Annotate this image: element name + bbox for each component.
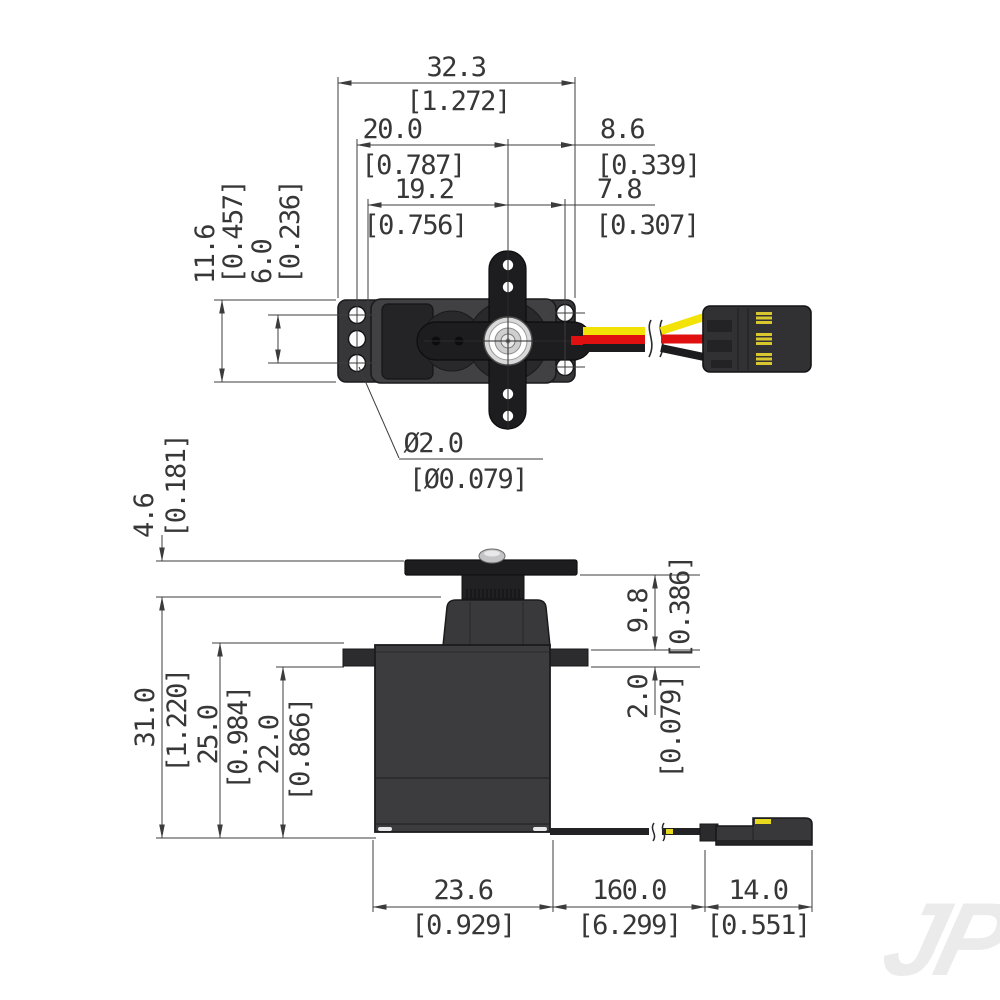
dim-left-span-in: [0.787] (361, 150, 464, 181)
horn-hub (461, 574, 525, 600)
dim-flange-thickness-mm: 2.0 (623, 675, 654, 720)
dim-right-span-mm: 8.6 (600, 114, 645, 145)
dim-body-length-in: [0.929] (411, 910, 514, 941)
dim-wire-length-mm: 160.0 (592, 875, 666, 906)
shaft-cap-highlight (484, 550, 500, 557)
dim-right-span-in: [0.339] (596, 150, 699, 181)
dim-flange-under-mm: 22.0 (254, 715, 285, 774)
connector-top-view (702, 305, 812, 373)
servo-top-view (337, 250, 812, 430)
dim-case-height-mm: 31.0 (130, 688, 161, 747)
dim-hole-pitch-in: [0.236] (275, 181, 306, 284)
dim-horn-height-mm: 4.6 (129, 493, 160, 538)
lead-wire-side (550, 822, 702, 842)
gear-housing (442, 599, 551, 647)
body-side (374, 644, 551, 833)
dim-horn-height-in: [0.181] (161, 435, 192, 538)
dim-wire-length-in: [6.299] (577, 910, 680, 941)
dim-hole-diameter-mm: Ø2.0 (403, 428, 462, 459)
dim-flange-top-mm: 25.0 (193, 705, 224, 764)
dim-left-span2-in: [0.756] (363, 210, 466, 241)
dim-flange-thickness-in: [0.079] (656, 675, 687, 778)
dim-body-width-in: [0.457] (218, 181, 249, 284)
dim-hole-pitch-mm: 6.0 (247, 239, 278, 284)
dim-horn-to-flange-in: [0.386] (665, 556, 696, 659)
lead-wires-top (571, 313, 706, 361)
bottom-foot-right (533, 827, 547, 831)
side-view-dimensions: 4.6 [0.181] 31.0 [1.220] 25.0 [0.984] 22… (129, 435, 813, 941)
flange-right (548, 648, 589, 667)
dim-flange-under-in: [0.866] (285, 698, 316, 801)
top-view-dimensions: 32.3 [1.272] 20.0 [0.787] 8.6 [0.339] 19… (190, 52, 701, 495)
bottom-foot-left (378, 827, 392, 831)
dim-case-height-in: [1.220] (162, 669, 193, 772)
dim-top-width-mm: 32.3 (426, 52, 485, 83)
dim-top-width-in: [1.272] (406, 86, 509, 117)
dim-right-span2-mm: 7.8 (597, 174, 642, 205)
connector-gold-contacts (756, 312, 772, 365)
dim-hole-diameter-in: [Ø0.079] (409, 464, 527, 495)
dim-right-span2-in: [0.307] (595, 210, 698, 241)
dim-body-length-mm: 23.6 (433, 875, 492, 906)
wire-break-gap (645, 320, 661, 357)
spline-knurl (466, 589, 520, 598)
jp-logo-watermark: JP (872, 881, 1000, 997)
servo-side-view (342, 548, 813, 846)
dim-left-span-mm: 20.0 (362, 114, 421, 145)
dim-horn-to-flange-mm: 9.8 (623, 589, 654, 634)
connector-gold-edge (755, 819, 771, 824)
dim-connector-length-in: [0.551] (706, 910, 809, 941)
dim-left-span2-mm: 19.2 (394, 174, 453, 205)
dim-connector-length-mm: 14.0 (728, 875, 787, 906)
connector-side-view (699, 817, 813, 846)
dim-body-width-mm: 11.6 (190, 225, 221, 284)
dim-flange-top-in: [0.984] (223, 686, 254, 789)
flange-left (342, 648, 377, 667)
